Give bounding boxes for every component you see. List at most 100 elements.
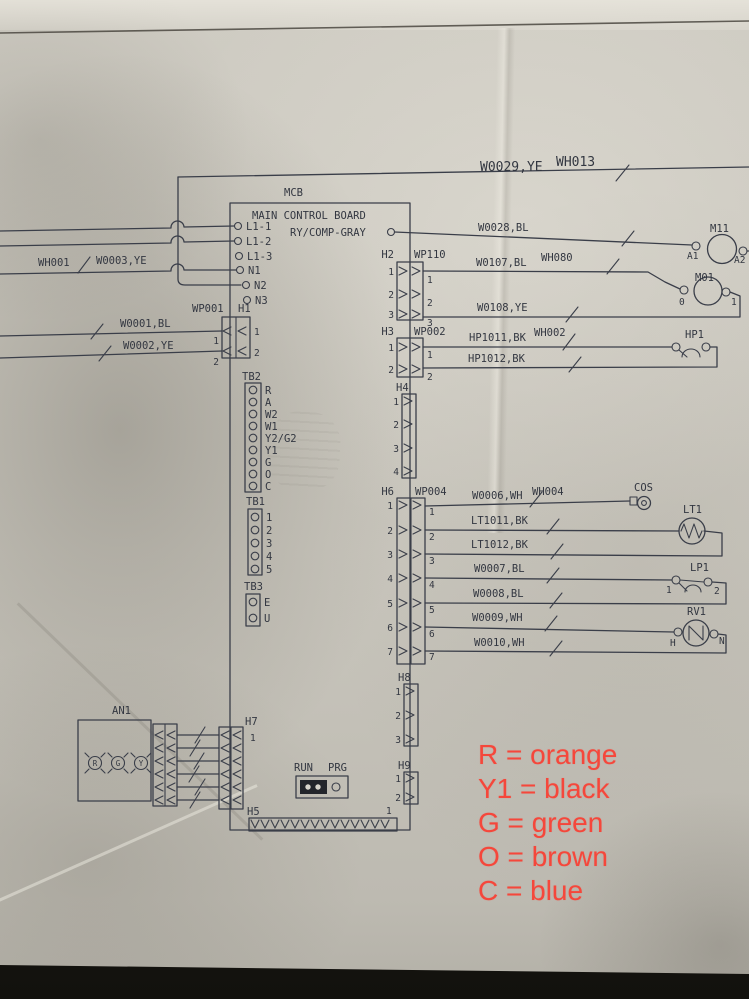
terminal-block-tb3: [245, 593, 261, 627]
connector-label-h8: H8: [398, 672, 411, 684]
pin-number: 1: [388, 267, 394, 278]
pin-number: 1: [429, 507, 435, 518]
pin-number: 3: [429, 556, 435, 567]
pin-number: 3: [387, 550, 393, 561]
pin-number: 2: [388, 290, 394, 301]
lamp-y-icon: [130, 752, 152, 774]
connector-h8: [403, 683, 419, 747]
block-label-tb1: TB1: [246, 496, 265, 508]
tb3-pin-e: E: [264, 597, 270, 609]
plug-label-wp004: WP004: [415, 486, 447, 498]
terminal-label-0: 0: [679, 297, 685, 308]
pin-number: 3: [393, 444, 399, 455]
pin-number: 6: [387, 623, 393, 634]
wire-w0009: [424, 615, 675, 633]
harness-label-wh080: WH080: [541, 252, 573, 264]
pin-number: 3: [395, 735, 401, 746]
connector-h5: [248, 817, 398, 832]
color-legend: R = orange Y1 = black G = green O = brow…: [478, 738, 718, 908]
component-label-cos: COS: [634, 482, 653, 494]
component-label-rv1: RV1: [687, 606, 706, 618]
pin-number: 2: [254, 348, 260, 359]
wire-label-hp1012: HP1012,BK: [468, 353, 526, 365]
connector-label-h9: H9: [398, 760, 411, 772]
wire-label-w0028: W0028,BL: [478, 222, 529, 234]
motor-m11: [691, 233, 749, 265]
legend-line-c: C = blue: [478, 875, 584, 906]
wire-label-hp1011: HP1011,BK: [469, 332, 527, 344]
connector-label-h3: H3: [381, 326, 394, 338]
harness-slash: [77, 256, 91, 274]
tb1-pin-4: 4: [266, 551, 272, 563]
pin-number: 7: [429, 652, 435, 663]
lamp-letter-r: R: [93, 759, 98, 768]
wire-lt1012: [424, 530, 723, 560]
wire-label-lt1011: LT1011,BK: [471, 515, 529, 527]
terminal-block-tb2: [244, 382, 262, 493]
wire-w0007: [424, 567, 673, 584]
lamp-letter-y: Y: [139, 759, 144, 768]
switch-lp1: [671, 575, 713, 593]
relay-output: [386, 227, 693, 247]
block-label-tb3: TB3: [244, 581, 263, 593]
wire-w0001: [0, 323, 223, 340]
component-label-lp1: LP1: [690, 562, 709, 574]
legend-line-o: O = brown: [478, 841, 608, 872]
component-label-an1: AN1: [112, 705, 131, 717]
connector-label-h1: H1: [238, 303, 251, 315]
terminal-label-n1: N1: [248, 265, 261, 277]
switch-hp1: [671, 342, 711, 358]
connector-label-h4: H4: [396, 382, 409, 394]
valve-rv1: [673, 619, 719, 647]
pin-number: 1: [393, 397, 399, 408]
tb2-pin-a: A: [265, 397, 272, 409]
tb2-pin-y2g2: Y2/G2: [265, 433, 297, 445]
wire-label-w0003: W0003,YE: [96, 255, 147, 267]
legend-line-g: G = green: [478, 807, 604, 838]
pin-number: 1: [395, 774, 401, 785]
wire-label-w0010: W0010,WH: [474, 637, 525, 649]
mcb-box: [229, 202, 411, 831]
connector-label-h2: H2: [381, 249, 394, 261]
jumper-label-run: RUN: [294, 762, 313, 774]
pin-number: 3: [427, 318, 433, 329]
harness-label-wh004: WH004: [532, 486, 564, 498]
block-label-tb2: TB2: [242, 371, 261, 383]
run-prg-jumper: [295, 775, 349, 799]
pin-number: 1: [388, 343, 394, 354]
wire-w0006: [424, 491, 631, 508]
component-label-hp1: HP1: [685, 329, 704, 341]
component-label-lt1: LT1: [683, 504, 702, 516]
relay-label: RY/COMP-GRAY: [290, 227, 367, 239]
wire-w0107: [422, 258, 681, 290]
wire-label-w0107: W0107,BL: [476, 257, 527, 269]
wire-label-w0006: W0006,WH: [472, 490, 523, 502]
lamp-letter-g: G: [116, 759, 121, 768]
plug-label-wp002: WP002: [414, 326, 446, 338]
lamp-r-icon: [84, 752, 106, 774]
wire-label-w0029: W0029,YE: [480, 160, 543, 175]
component-label-m01: M01: [695, 272, 714, 284]
terminal-label-1: 1: [666, 585, 672, 596]
terminal-label-n2: N2: [254, 280, 267, 292]
tb2-pin-g: G: [265, 457, 271, 469]
display-an1: [77, 719, 152, 802]
terminal-label-n: N: [719, 636, 725, 647]
tb2-pin-c: C: [265, 481, 271, 493]
wire-label-w0108: W0108,YE: [477, 302, 528, 314]
plug-label-wp001: WP001: [192, 303, 224, 315]
connector-h3: [396, 337, 424, 378]
connector-label-h5: H5: [247, 806, 260, 818]
connector-h2: [396, 261, 424, 321]
legend-line-r: R = orange: [478, 739, 618, 770]
pin-number: 1: [250, 733, 256, 744]
pin-number: 1: [427, 350, 433, 361]
terminal-block-tb1: [247, 508, 263, 576]
pin-number: 2: [213, 357, 219, 368]
tb2-pin-w1: W1: [265, 421, 278, 433]
pin-number: 6: [429, 629, 435, 640]
pin-number: 1: [427, 275, 433, 286]
top-feed-wires: [0, 164, 749, 286]
connector-cos: [629, 495, 652, 511]
